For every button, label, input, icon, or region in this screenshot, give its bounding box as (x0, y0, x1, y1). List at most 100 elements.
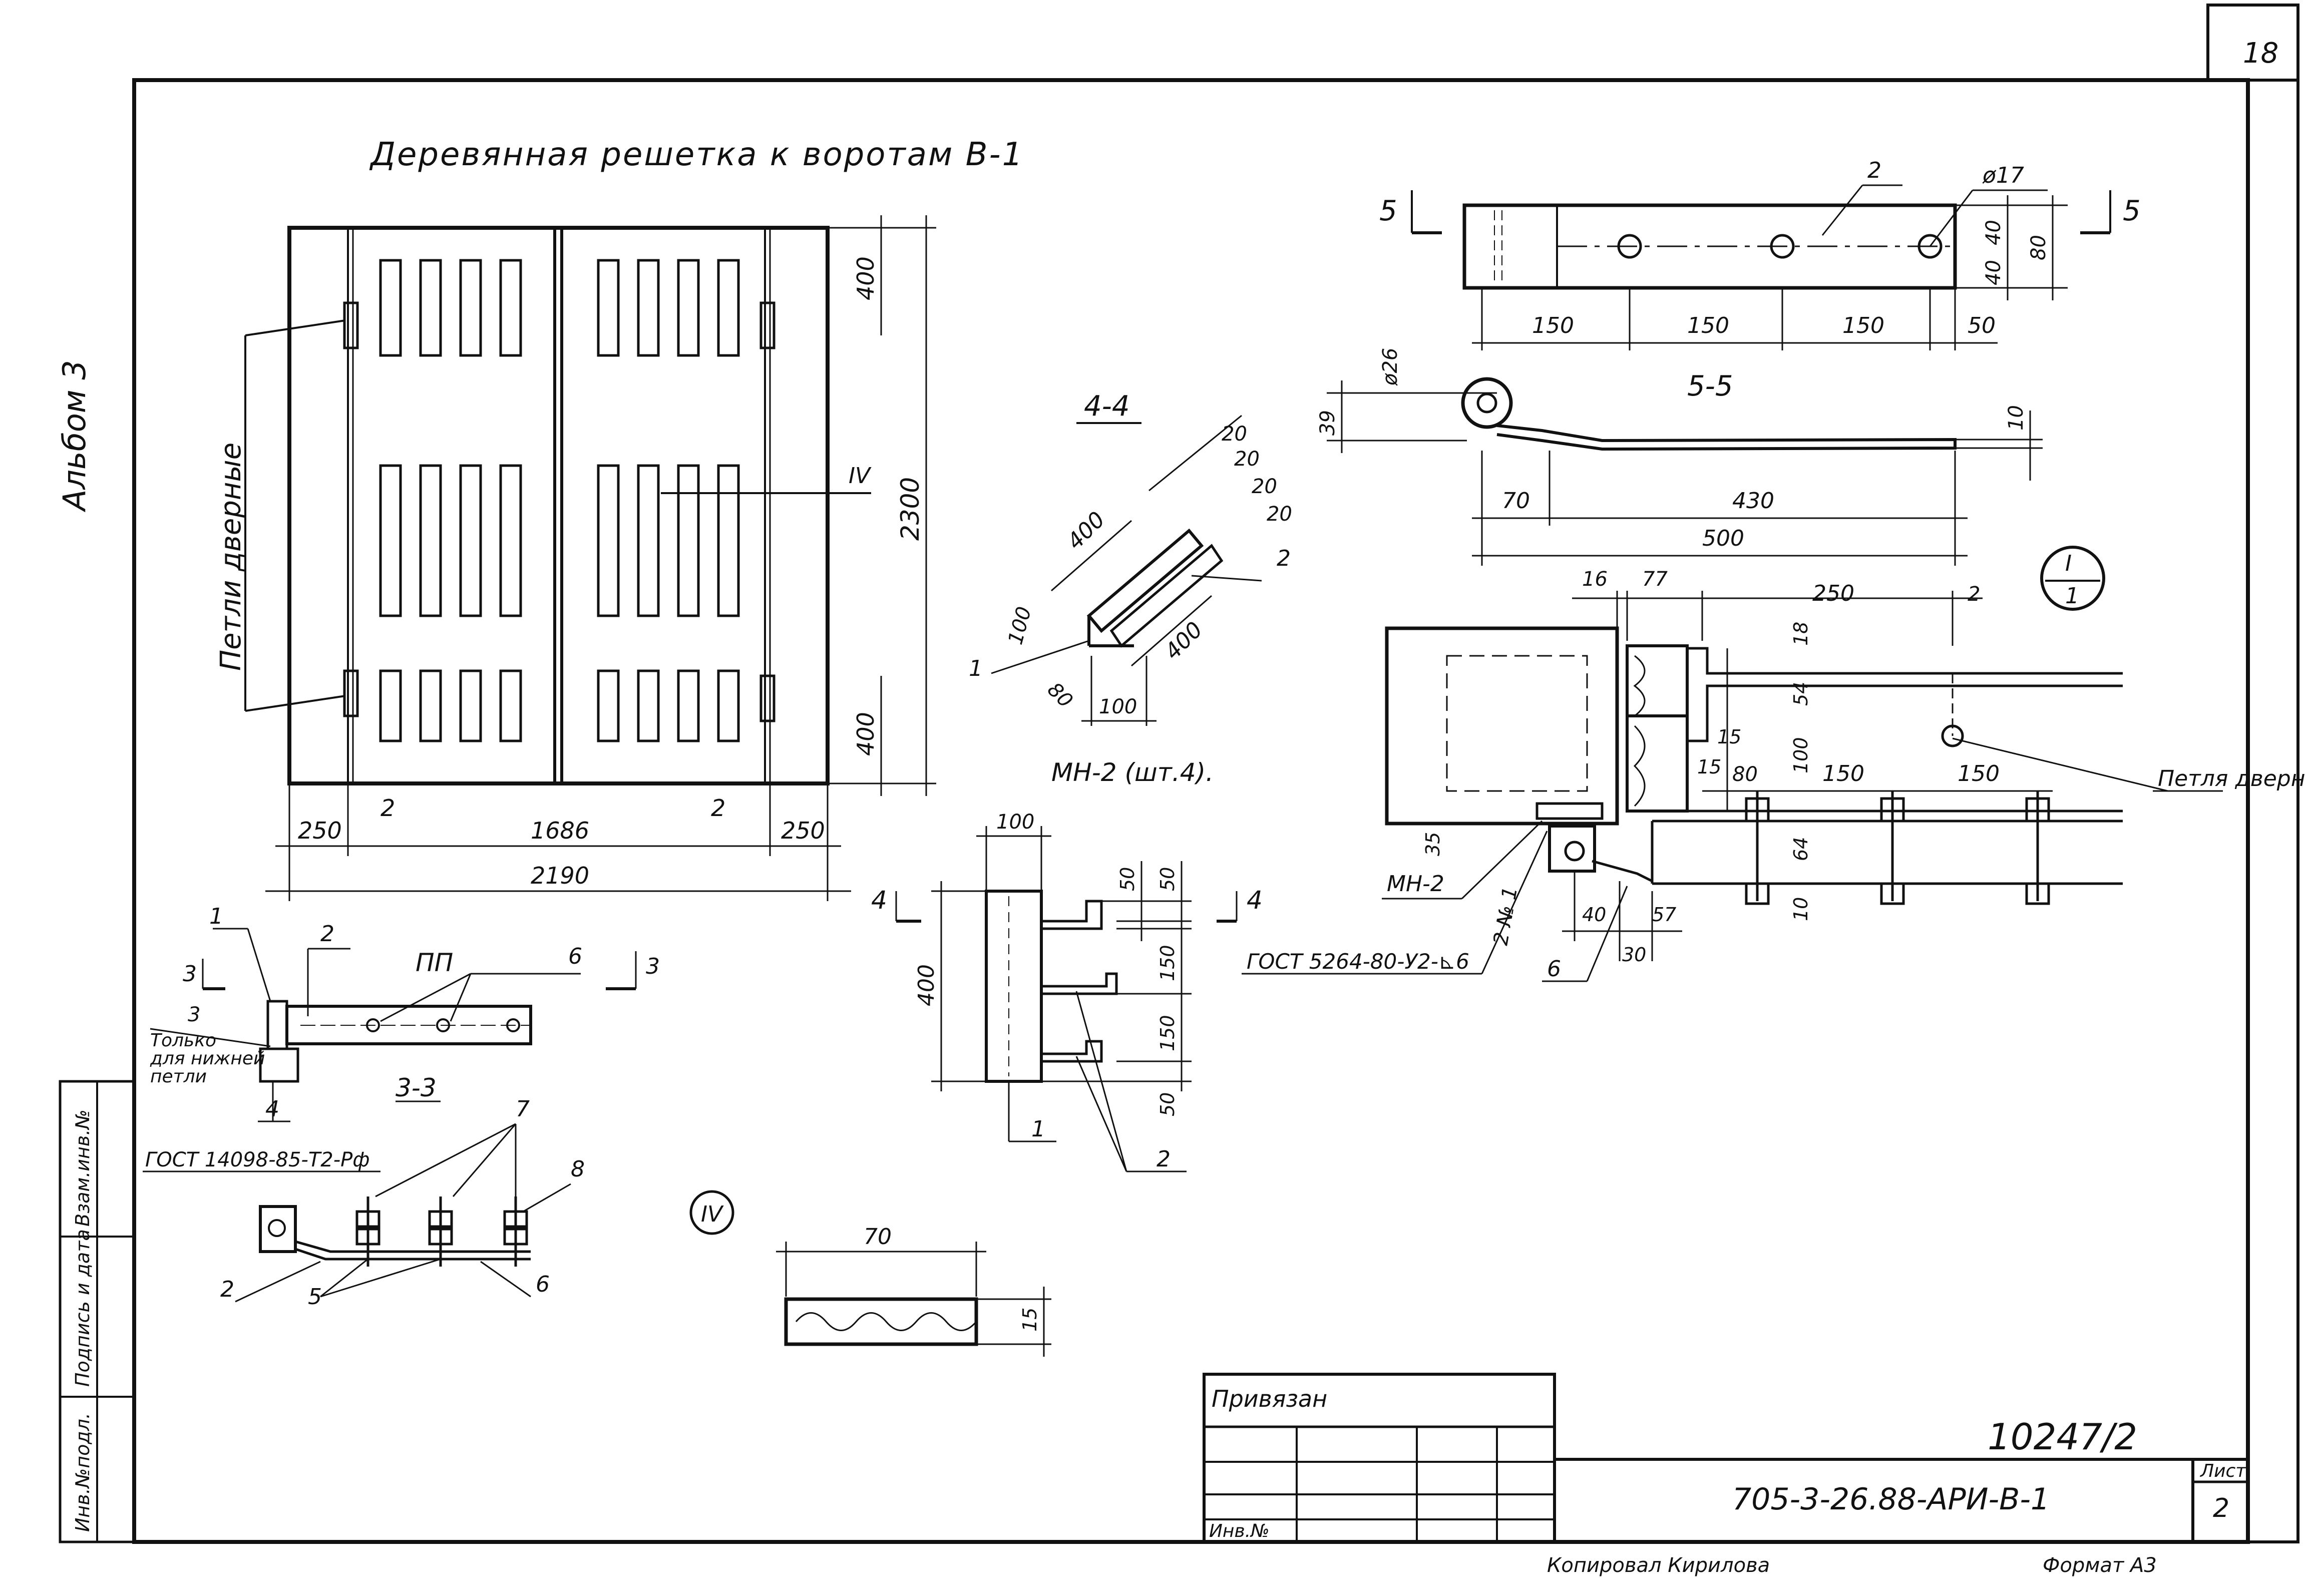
dim-gate-gap-right: 2 (711, 794, 725, 822)
gate-slot (637, 464, 660, 617)
dim-d4-150a: 150 (1157, 945, 1179, 981)
side-stamp: Инв.№подл. Подпись и дата Взам.инв.№ (59, 1080, 136, 1543)
gate-slot (499, 464, 522, 617)
section-5-5-marker-right: 5 (2123, 195, 2141, 227)
gate-slot (677, 669, 700, 742)
detail-iv-leader-2: 2 (220, 1277, 234, 1302)
dim-5-5-150b: 150 (1687, 313, 1729, 338)
gate-slot (637, 259, 660, 357)
dim-node-80: 80 (1732, 763, 1758, 786)
gate-slot (717, 464, 740, 617)
gate-slot (379, 669, 402, 742)
dim-4-4-400-bottom: 400 (1160, 617, 1208, 664)
dim-5-5-40b: 40 (1982, 260, 2005, 285)
detail-IV: ГОСТ 14098-85-Т2-Рф 7 8 2 5 6 IV (143, 1096, 734, 1310)
dim-4-4-20d: 20 (1267, 503, 1292, 526)
dim-5-5-10: 10 (2005, 405, 2028, 431)
dim-node-16: 16 (1582, 568, 1608, 591)
gate-elevation: IV Петли дверные 250 2 1686 2 250 2190 4… (215, 215, 936, 901)
dim-node-10: 10 (1790, 897, 1812, 921)
gate-slot (499, 259, 522, 357)
detail-4-marker-right: 4 (1247, 886, 1263, 915)
node-leader-6: 6 (1547, 956, 1561, 982)
node-I: I 1 16 77 250 2 18 54 (1242, 546, 2306, 982)
iv-bolt-nut (503, 1210, 528, 1228)
dim-node-35: 35 (1422, 832, 1444, 856)
detail-pp-note-number: 3 (188, 1003, 200, 1026)
dim-gate-side-right: 250 (781, 817, 825, 844)
gate-slot (459, 259, 482, 357)
dim-node-77: 77 (1642, 568, 1668, 591)
dim-node-57: 57 (1652, 904, 1676, 926)
section-5-5: 5 5 150 150 150 50 40 40 80 ø17 2 5-5 ø2… (1316, 158, 2141, 566)
section-4-4-leader-1: 1 (969, 656, 983, 681)
dim-5-5-430: 430 (1732, 488, 1774, 514)
detail-pp-leader-6: 6 (568, 944, 582, 969)
section-4-4-title: 4-4 (1084, 390, 1129, 423)
gate-slot (379, 259, 402, 357)
gate-slot (717, 259, 740, 357)
gate-slats (379, 259, 740, 742)
dim-4-4-20a: 20 (1222, 423, 1247, 446)
dim-gate-bottom: 400 (852, 712, 879, 756)
board-width: 70 (864, 1224, 892, 1250)
dim-4-4-100-bottom: 100 (1099, 695, 1137, 718)
board-thickness: 15 (1019, 1308, 1041, 1332)
node-gost-label: ГОСТ 5264-80-У2-⊾6 (1247, 949, 1469, 974)
bolt-nut (2025, 882, 2050, 905)
detail-4-leader-1: 1 (1031, 1116, 1045, 1142)
dim-node-18: 18 (1790, 622, 1812, 646)
footer-format: Формат А3 (2043, 1554, 2157, 1577)
title-number: 10247/2 (1988, 1416, 2137, 1458)
hinge-top-right (759, 301, 776, 349)
node-hinge-label: Петля дверная (2158, 766, 2306, 791)
dim-d4-400: 400 (914, 964, 939, 1006)
dim-5-5-39: 39 (1316, 410, 1339, 436)
dim-4-4-20b: 20 (1234, 448, 1260, 471)
detail-pp-title: ПП (416, 948, 453, 977)
page-number: 18 (2243, 37, 2278, 70)
dim-node-54: 54 (1790, 682, 1812, 706)
dim-node-15b: 15 (1697, 756, 1721, 778)
section-4-4: 4-4 20 20 20 20 400 100 80 400 100 1 2 М… (969, 390, 1292, 787)
iv-bolt-nut (503, 1228, 528, 1246)
dim-gate-total: 2190 (531, 862, 589, 889)
iv-bolt-nut (355, 1210, 380, 1228)
gate-slot (459, 669, 482, 742)
dim-5-5-50: 50 (1968, 313, 1996, 338)
dim-gate-side-left: 250 (298, 817, 342, 844)
dim-4-4-400-top: 400 (1062, 507, 1110, 554)
node-weld-label: 2 № 1 (1489, 885, 1522, 947)
hinge-bottom-right (759, 674, 776, 722)
gate-slot (419, 669, 442, 742)
dim-d4-100: 100 (996, 811, 1034, 834)
title-code: 705-3-26.88-АРИ-В-1 (1732, 1482, 2050, 1517)
dim-5-5-d26: ø26 (1379, 348, 1402, 386)
gate-mark-iv: IV (849, 463, 872, 489)
detail-iv-leader-8: 8 (571, 1156, 585, 1182)
dim-5-5-70: 70 (1502, 488, 1530, 514)
gate-slot (499, 669, 522, 742)
hinge-label: Петли дверные (215, 443, 247, 671)
dim-5-5-150c: 150 (1842, 313, 1884, 338)
dim-5-5-d17: ø17 (1982, 163, 2024, 188)
board-section: 70 15 (776, 1224, 1051, 1357)
dim-node-100: 100 (1790, 737, 1812, 773)
dim-gate-gap-left: 2 (380, 794, 395, 822)
dim-4-4-100-left: 100 (1004, 604, 1036, 647)
gate-slot (459, 464, 482, 617)
section-5-5-title: 5-5 (1687, 370, 1733, 403)
detail-pp-section-title: 3-3 (396, 1073, 437, 1102)
album-label: Альбом 3 (56, 360, 93, 513)
gate-slot (597, 464, 620, 617)
dim-5-5-2: 2 (1867, 158, 1881, 183)
stamp-vzam: Взам.инв.№ (72, 1109, 94, 1227)
bolt-nut (1745, 882, 1770, 905)
dim-d4-50c: 50 (1157, 1092, 1179, 1116)
dim-5-5-150a: 150 (1532, 313, 1574, 338)
stamp-inv-podl: Инв.№подл. (72, 1413, 94, 1532)
title-privyazan: Привязан (1212, 1385, 1327, 1412)
